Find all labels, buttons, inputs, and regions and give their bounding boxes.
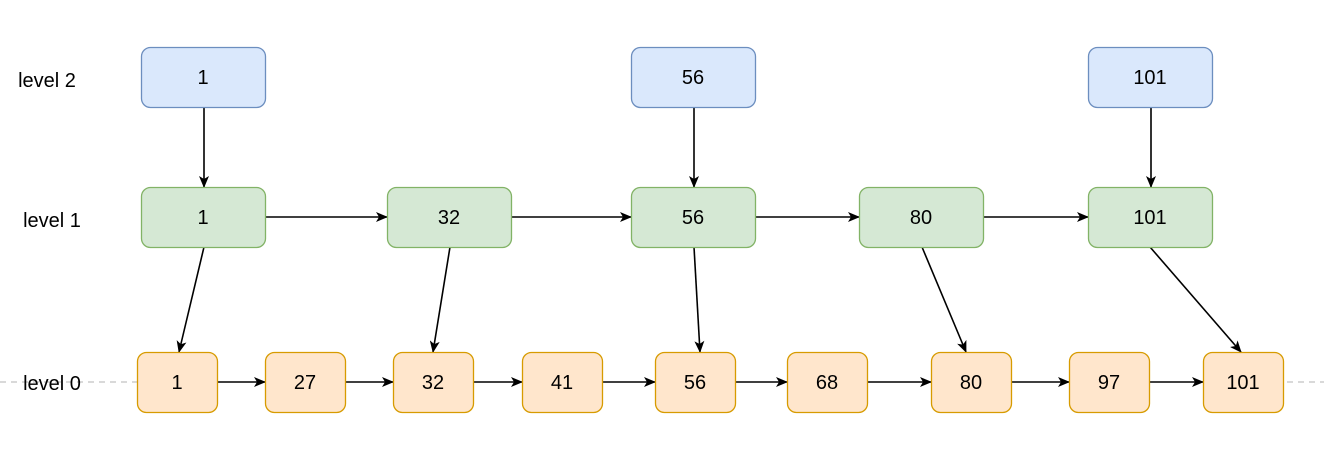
level1-node: 80 <box>858 186 985 249</box>
level1-down-arrow <box>693 246 705 353</box>
level0-node-box <box>930 351 1013 414</box>
level0-node-box <box>1202 351 1285 414</box>
level1-node-box <box>140 186 267 249</box>
level2-node-value: 1 <box>197 67 208 89</box>
level1-down-arrow <box>429 246 451 353</box>
level2-node: 1 <box>140 46 267 109</box>
pointer-arrows <box>176 107 1242 387</box>
level2-node-box <box>630 46 757 109</box>
level0-node-box <box>654 351 737 414</box>
level1-down-arrow <box>176 246 205 353</box>
level2-node-value: 101 <box>1133 67 1166 89</box>
level0-node: 1 <box>136 351 219 414</box>
level0-node-value: 101 <box>1226 372 1259 394</box>
level0-node: 101 <box>1202 351 1285 414</box>
level1-node: 1 <box>140 186 267 249</box>
level1-node: 32 <box>386 186 513 249</box>
level1-node-value: 1 <box>197 207 208 229</box>
level0-node-value: 68 <box>816 372 838 394</box>
level1-node-value: 101 <box>1133 207 1166 229</box>
level1-node-value: 32 <box>438 207 460 229</box>
level2-node: 101 <box>1087 46 1214 109</box>
level0-node: 80 <box>930 351 1013 414</box>
level0-node-box <box>1068 351 1151 414</box>
level1-down-arrow <box>921 246 967 353</box>
level0-node: 56 <box>654 351 737 414</box>
skip-list-nodes: 1 56 101 1 32 56 80 101 1 27 32 41 56 68 80 97 101 <box>136 46 1285 414</box>
level1-node-value: 80 <box>910 207 932 229</box>
level1-node-box <box>858 186 985 249</box>
level1-node-box <box>1087 186 1214 249</box>
level2-node-value: 56 <box>682 67 704 89</box>
level1-node-box <box>386 186 513 249</box>
level1-node-box <box>630 186 757 249</box>
level0-node-value: 32 <box>422 372 444 394</box>
level0-node-value: 41 <box>551 372 573 394</box>
level0-node-box <box>786 351 869 414</box>
level0-node-value: 1 <box>171 372 182 394</box>
level0-node: 41 <box>521 351 604 414</box>
level0-node-box <box>392 351 475 414</box>
level0-node: 97 <box>1068 351 1151 414</box>
level0-node-value: 80 <box>960 372 982 394</box>
level2-node-box <box>1087 46 1214 109</box>
level2-node: 56 <box>630 46 757 109</box>
level1-node: 101 <box>1087 186 1214 249</box>
level-0-label: level 0 <box>23 373 81 395</box>
level-1-label: level 1 <box>23 210 81 232</box>
level2-node-box <box>140 46 267 109</box>
level0-node-box <box>521 351 604 414</box>
level0-node: 32 <box>392 351 475 414</box>
level0-node-value: 97 <box>1098 372 1120 394</box>
level-2-label: level 2 <box>18 70 76 92</box>
level0-node: 68 <box>786 351 869 414</box>
level0-node-box <box>136 351 219 414</box>
level0-node-box <box>264 351 347 414</box>
level0-node: 27 <box>264 351 347 414</box>
level1-node: 56 <box>630 186 757 249</box>
level0-node-value: 27 <box>294 372 316 394</box>
level1-node-value: 56 <box>682 207 704 229</box>
level1-down-arrow <box>1149 246 1242 353</box>
level0-node-value: 56 <box>684 372 706 394</box>
